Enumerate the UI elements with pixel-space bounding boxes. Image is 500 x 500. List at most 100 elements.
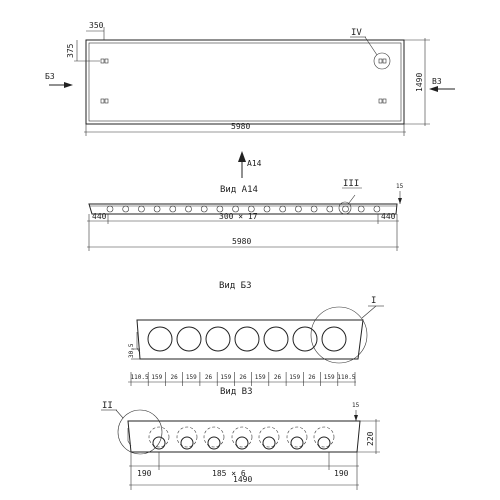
dim-b3-12: 159	[324, 374, 335, 381]
arrow-v3-head	[429, 86, 438, 92]
v3-void-2	[176, 426, 198, 448]
view-b3-dim-ticks	[130, 372, 356, 386]
dim-1490-text: 1490	[415, 73, 424, 92]
v3-void-4	[231, 426, 253, 448]
lifting-loop-1	[100, 58, 109, 64]
a14-hole-10	[248, 205, 255, 213]
view-v3-plugs	[152, 436, 331, 450]
dim-b3-7: 26	[239, 374, 247, 381]
void-3	[205, 326, 231, 352]
v3-plug-3	[207, 436, 221, 450]
dim-b3-9: 26	[274, 374, 282, 381]
callout-ii-circle	[117, 409, 163, 455]
view-v3-dim-190-right: 190	[334, 469, 349, 478]
view-a14-dim-300x17: 300 × 17	[219, 212, 258, 221]
dim-b3-6: 159	[220, 374, 231, 381]
a14-hole-6	[185, 205, 192, 213]
callout-iv-leader	[364, 36, 378, 56]
void-2	[176, 326, 202, 352]
dim-b3-1: 110.5	[131, 374, 149, 381]
view-a14-dim-15: 15	[396, 183, 404, 190]
a14-hole-12	[279, 205, 287, 213]
view-v3-title: Вид В3	[220, 387, 253, 397]
lifting-loop-2	[100, 98, 109, 104]
view-a14-title: Вид А14	[220, 185, 258, 195]
a14-hole-2	[122, 205, 129, 213]
view-a14-dim-440-left: 440	[92, 212, 107, 221]
dim-b3-2: 159	[151, 374, 162, 381]
dim-b3-8: 159	[255, 374, 266, 381]
v3-void-1	[148, 426, 170, 448]
void-7	[321, 326, 347, 352]
dim-b3-5: 26	[205, 374, 213, 381]
v3-void-5	[258, 426, 280, 448]
arrow-a14-label: А14	[247, 159, 262, 168]
view-a14-slab	[88, 203, 398, 215]
view-v3-dim-220: 220	[366, 431, 375, 446]
a14-hole-5	[169, 205, 177, 213]
view-v3-dim-190-left: 190	[137, 469, 152, 478]
a14-hole-4	[153, 205, 161, 213]
a14-hole-8	[216, 205, 224, 213]
dim-b3-4: 159	[186, 374, 197, 381]
lifting-loop-3	[378, 58, 387, 64]
callout-iv-circle	[373, 52, 391, 70]
void-4	[234, 326, 260, 352]
view-a14-dim-440-right: 440	[381, 212, 396, 221]
a14-hole-15	[326, 205, 334, 213]
void-6	[292, 326, 318, 352]
dim-b3-10: 159	[289, 374, 300, 381]
dim-b3-13: 110.5	[337, 374, 355, 381]
view-a14-holes	[106, 205, 381, 213]
view-b3-title: Вид Б3	[219, 281, 252, 291]
void-5	[263, 326, 289, 352]
callout-iv-label: IV	[351, 28, 362, 38]
lifting-loop-4	[378, 98, 387, 104]
view-a14-dim-5980: 5980	[232, 237, 251, 246]
callout-iii-label: III	[343, 179, 359, 189]
view-b3-voids	[147, 326, 347, 352]
callout-ii-leader	[115, 409, 124, 419]
view-a14: Вид А14 III 15 440 300 × 17 440 5980	[87, 179, 404, 251]
view-v3-edge-left	[127, 428, 132, 447]
v3-plug-5	[262, 436, 276, 450]
a14-hole-3	[138, 205, 145, 213]
label-v3: В3	[432, 77, 442, 86]
a14-hole-17	[357, 205, 365, 213]
a14-hole-7	[200, 205, 208, 213]
view-b3-dim-305: 30,5	[128, 343, 135, 358]
arrow-b3-head	[64, 82, 73, 88]
v3-void-7	[313, 426, 335, 448]
callout-i-label: I	[371, 296, 376, 306]
v3-plug-1	[152, 436, 166, 450]
arrow-a14-group: А14	[238, 151, 262, 178]
view-v3: Вид В3 II 15 220	[101, 387, 380, 490]
plan-view: IV 350 375 1490 5980 Б3 В3	[45, 21, 455, 136]
v3-plug-4	[235, 436, 249, 450]
dim-375-text: 375	[66, 43, 75, 58]
dim-b3-11: 26	[308, 374, 316, 381]
v3-plug-2	[180, 436, 194, 450]
dim-350-text: 350	[89, 21, 104, 30]
callout-i-leader	[361, 305, 377, 319]
v3-void-6	[286, 426, 308, 448]
a14-hole-9	[232, 205, 239, 213]
v3-plug-6	[290, 436, 304, 450]
plan-slab-inner	[88, 42, 402, 122]
view-b3-slab	[136, 319, 364, 360]
v3-void-3	[203, 426, 225, 448]
callout-iii-circle	[338, 201, 352, 215]
callout-iii-leader	[348, 194, 356, 204]
view-v3-voids	[148, 426, 335, 450]
dim-5980-text: 5980	[231, 122, 250, 131]
v3-plug-7	[317, 436, 331, 450]
plan-slab-outline	[85, 39, 405, 125]
view-b3-dim-labels: 110.5 159 26 159 26 159 26 159 26 159 26…	[131, 374, 356, 381]
view-b3-edge-left	[136, 332, 141, 354]
view-v3-dim-1490: 1490	[233, 475, 252, 484]
callout-ii-label: II	[102, 401, 113, 411]
view-v3-dim-185x6: 185 × 6	[212, 469, 246, 478]
view-b3: Вид Б3 I 30,5 110.5 159 26 159 26	[128, 281, 384, 386]
a14-hole-13	[295, 205, 302, 213]
